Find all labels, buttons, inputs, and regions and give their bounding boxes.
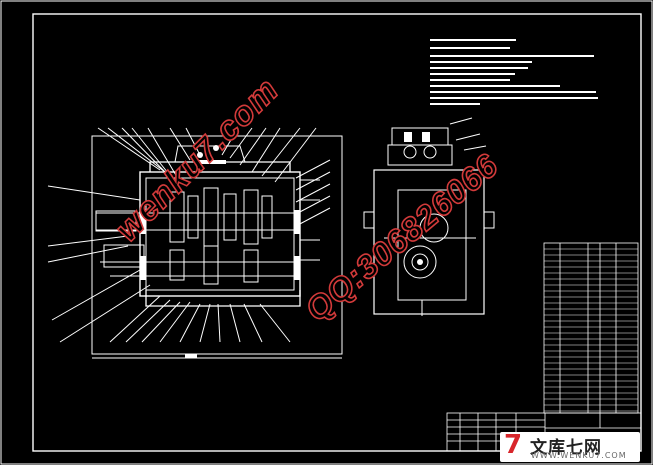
inner-frame	[32, 13, 642, 452]
logo-mark: 7	[504, 430, 523, 460]
technical-notes	[430, 39, 598, 105]
side-view-solids	[404, 132, 430, 265]
wenku7-logo[interactable]: 7 文库七网 WWW.WENKU7.COM	[500, 430, 640, 462]
parts-list	[543, 242, 639, 414]
parts-list-rows	[544, 248, 638, 412]
section-hatching	[140, 145, 300, 280]
side-view	[363, 117, 495, 316]
logo-en-text: WWW.WENKU7.COM	[531, 451, 627, 460]
logo-cn-text: 文库七网	[530, 438, 602, 458]
